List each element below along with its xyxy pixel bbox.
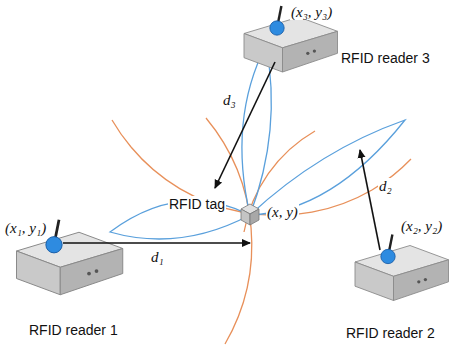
distance-arrow xyxy=(63,62,380,250)
distance-label: d₃ xyxy=(222,92,237,108)
rfid-reader-2 xyxy=(355,235,449,301)
reader-label: RFID reader 3 xyxy=(340,50,431,66)
reader-label: RFID reader 1 xyxy=(28,322,119,338)
distance-label: d₂ xyxy=(378,178,393,194)
tag-label: RFID tag xyxy=(168,196,226,212)
reader-label: RFID reader 2 xyxy=(345,325,436,341)
coordinate-label: (x₂, y₂) xyxy=(400,218,443,234)
distance-label: d₁ xyxy=(150,249,165,265)
rfid-tag xyxy=(241,204,259,225)
intersection-lens xyxy=(110,45,405,239)
coordinate-label: (x₁, y₁) xyxy=(4,220,47,236)
coordinate-label: (x, y) xyxy=(266,204,299,220)
coordinate-label: (x₃, y₃) xyxy=(290,4,333,20)
range-arc xyxy=(112,118,411,344)
